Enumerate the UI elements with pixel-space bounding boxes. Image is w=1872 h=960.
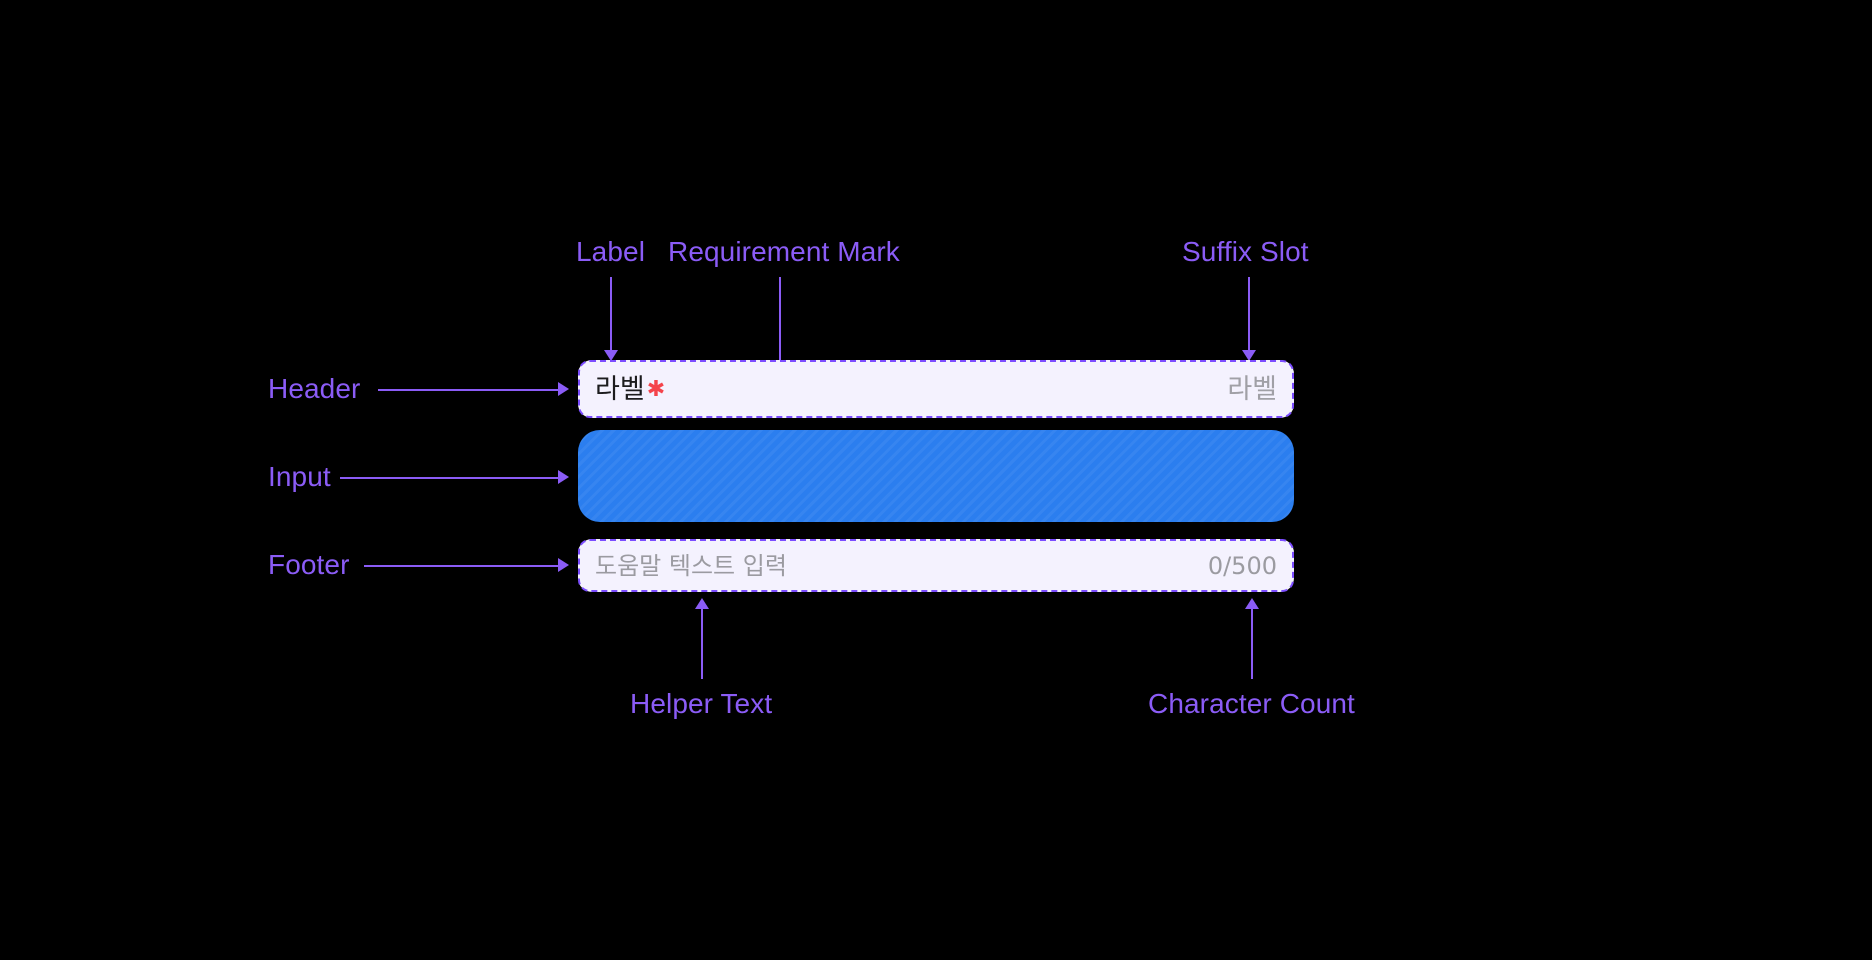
helper-text: 도움말 텍스트 입력 bbox=[595, 551, 787, 580]
connector-helper-arrow bbox=[695, 598, 709, 609]
connector-header-arrow bbox=[558, 382, 569, 396]
connector-suffix-line bbox=[1248, 277, 1250, 352]
annotation-label-helper-text: Helper Text bbox=[630, 688, 773, 719]
connector-input-line bbox=[340, 477, 560, 479]
character-count: 0/500 bbox=[1207, 551, 1277, 580]
connector-suffix-arrow bbox=[1242, 350, 1256, 361]
connector-input-arrow bbox=[558, 470, 569, 484]
connector-helper-line bbox=[701, 609, 703, 679]
textfield-input-region[interactable] bbox=[578, 430, 1294, 522]
connector-requirement-vline bbox=[779, 277, 781, 381]
annotation-label-character-count: Character Count bbox=[1148, 688, 1355, 719]
header-label-group: 라벨 ✱ bbox=[595, 376, 665, 403]
annotation-label-header: Header bbox=[268, 373, 361, 404]
annotation-label-label: Label bbox=[576, 236, 646, 267]
connector-label-line bbox=[610, 277, 612, 352]
connector-header-line bbox=[378, 389, 560, 391]
annotation-label-suffix-slot: Suffix Slot bbox=[1182, 236, 1309, 267]
annotation-label-input: Input bbox=[268, 461, 331, 492]
annotation-label-requirement-mark: Requirement Mark bbox=[668, 236, 900, 267]
textfield-label: 라벨 bbox=[595, 373, 645, 405]
connector-footer-arrow bbox=[558, 558, 569, 572]
connector-label-arrow bbox=[604, 350, 618, 361]
suffix-slot-text: 라벨 bbox=[1227, 373, 1277, 405]
connector-footer-line bbox=[364, 565, 560, 567]
textfield-header-region: 라벨 ✱ 라벨 bbox=[578, 360, 1294, 418]
annotation-label-footer: Footer bbox=[268, 549, 350, 580]
textfield-footer-region: 도움말 텍스트 입력 0/500 bbox=[578, 539, 1294, 592]
connector-charcount-arrow bbox=[1245, 598, 1259, 609]
connector-charcount-line bbox=[1251, 609, 1253, 679]
requirement-mark-icon: ✱ bbox=[646, 376, 666, 402]
